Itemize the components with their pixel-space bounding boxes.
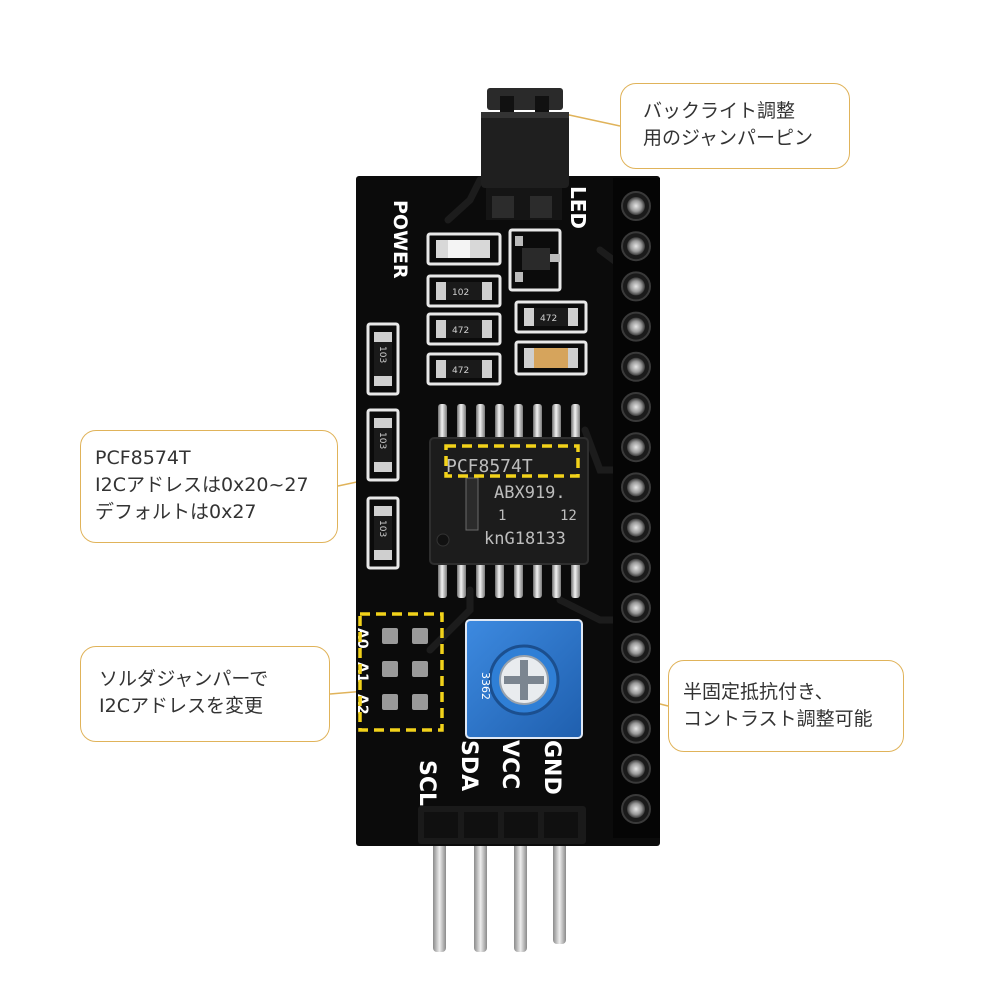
backlight-jumper[interactable] [481, 88, 569, 220]
contrast-potentiometer[interactable]: 3362 [465, 619, 583, 739]
chip-name-highlight [444, 444, 580, 478]
resistor-103-c-label: 103 [377, 520, 387, 537]
ic-leg-top [533, 404, 542, 440]
lcd-header-pin [627, 237, 645, 256]
pin-label-scl: SCL [414, 760, 439, 806]
callout-potentiometer: 半固定抵抗付き、 コントラスト調整可能 [668, 660, 904, 752]
ic-leg-top [457, 404, 466, 440]
lcd-header-pin [627, 277, 645, 296]
ic-leg-bottom [571, 562, 580, 598]
lcd-header-pin [627, 438, 645, 457]
lcd-header-pin [627, 679, 645, 698]
callout-backlight-line2: 用のジャンパーピン [643, 127, 814, 149]
ic-legs [438, 404, 580, 598]
callout-backlight-line1: バックライト調整 [643, 100, 796, 122]
addr-a1-label: A1 [354, 662, 370, 683]
resistor-103-a-label: 103 [377, 346, 387, 363]
lcd-header-pin [627, 800, 645, 818]
chip-line2: ABX919. [494, 483, 566, 503]
lcd-header-pin [627, 558, 645, 577]
lcd-header-pin [627, 478, 645, 497]
callout-solder-line2: I2Cアドレスを変更 [99, 695, 263, 717]
ic-leg-bottom [495, 562, 504, 598]
resistor-array: 102 472 472 [426, 274, 502, 386]
ic-leg-top [514, 404, 523, 440]
pcf8574t-chip: PCF8574T ABX919. 1 12 knG18133 [429, 437, 589, 565]
right-smd-parts: 472 [514, 300, 588, 376]
callout-pot-line2: コントラスト調整可能 [683, 708, 873, 730]
lcd-header-pin [627, 197, 645, 215]
address-solder-jumpers[interactable] [382, 628, 428, 710]
callout-pcf-line1: PCF8574T [95, 447, 191, 469]
chip-line3-b: 12 [560, 508, 577, 524]
addr-a0-label: A0 [354, 628, 370, 649]
lcd-header-pin [627, 398, 645, 416]
pot-marking: 3362 [479, 672, 492, 700]
solder-jumper-highlight [358, 612, 444, 732]
ic-leg-top [476, 404, 485, 440]
resistor-103-b-label: 103 [377, 432, 387, 449]
power-led [426, 232, 502, 266]
ic-leg-bottom [457, 562, 466, 598]
bottom-header-legs [433, 840, 566, 952]
ic-leg-top [438, 404, 447, 440]
lcd-header-pin [627, 518, 645, 537]
callout-pot-line1: 半固定抵抗付き、 [683, 681, 834, 703]
ic-leg-bottom [514, 562, 523, 598]
chip-line1: PCF8574T [446, 456, 533, 477]
ic-leg-bottom [476, 562, 485, 598]
lcd-header-pin [627, 599, 645, 617]
ic-leg-top [571, 404, 580, 440]
resistor-472-b-label: 472 [452, 366, 469, 376]
power-label: POWER [389, 200, 411, 279]
ic-leg-bottom [438, 562, 447, 598]
chip-line4: knG18133 [484, 529, 566, 549]
lcd-header-pin [627, 639, 645, 658]
callout-backlight-jumper: バックライト調整 用のジャンパーピン [620, 83, 850, 169]
chip-line3-a: 1 [498, 508, 506, 524]
addr-a2-label: A2 [354, 694, 370, 715]
callout-solder-line1: ソルダジャンパーで [99, 668, 269, 690]
pin-label-vcc: VCC [497, 740, 522, 789]
left-resistors: 103 103 103 [366, 322, 400, 570]
resistor-472-c-label: 472 [540, 314, 557, 324]
resistor-472-a-label: 472 [452, 326, 469, 336]
lcd-header-pin [627, 317, 645, 336]
callout-solder-jumper: ソルダジャンパーで I2Cアドレスを変更 [80, 646, 330, 742]
ic-leg-bottom [533, 562, 542, 598]
ic-leg-bottom [552, 562, 561, 598]
lcd-header-pin [627, 759, 645, 778]
callout-pcf-line3: デフォルトは0x27 [95, 501, 257, 523]
ic-leg-top [552, 404, 561, 440]
callout-pcf-line2: I2Cアドレスは0x20~27 [95, 474, 309, 496]
lcd-pin-header [613, 178, 660, 838]
lcd-header-pin [627, 357, 645, 376]
callout-pcf8574t: PCF8574T I2Cアドレスは0x20~27 デフォルトは0x27 [80, 430, 338, 543]
pin-label-sda: SDA [456, 740, 481, 791]
resistor-102-label: 102 [452, 288, 469, 298]
transistor [508, 228, 562, 292]
ic-leg-top [495, 404, 504, 440]
pin-label-gnd: GND [539, 740, 564, 795]
lcd-header-pin [627, 719, 645, 738]
led-label: LED [566, 186, 590, 229]
i2c-header [418, 806, 586, 844]
